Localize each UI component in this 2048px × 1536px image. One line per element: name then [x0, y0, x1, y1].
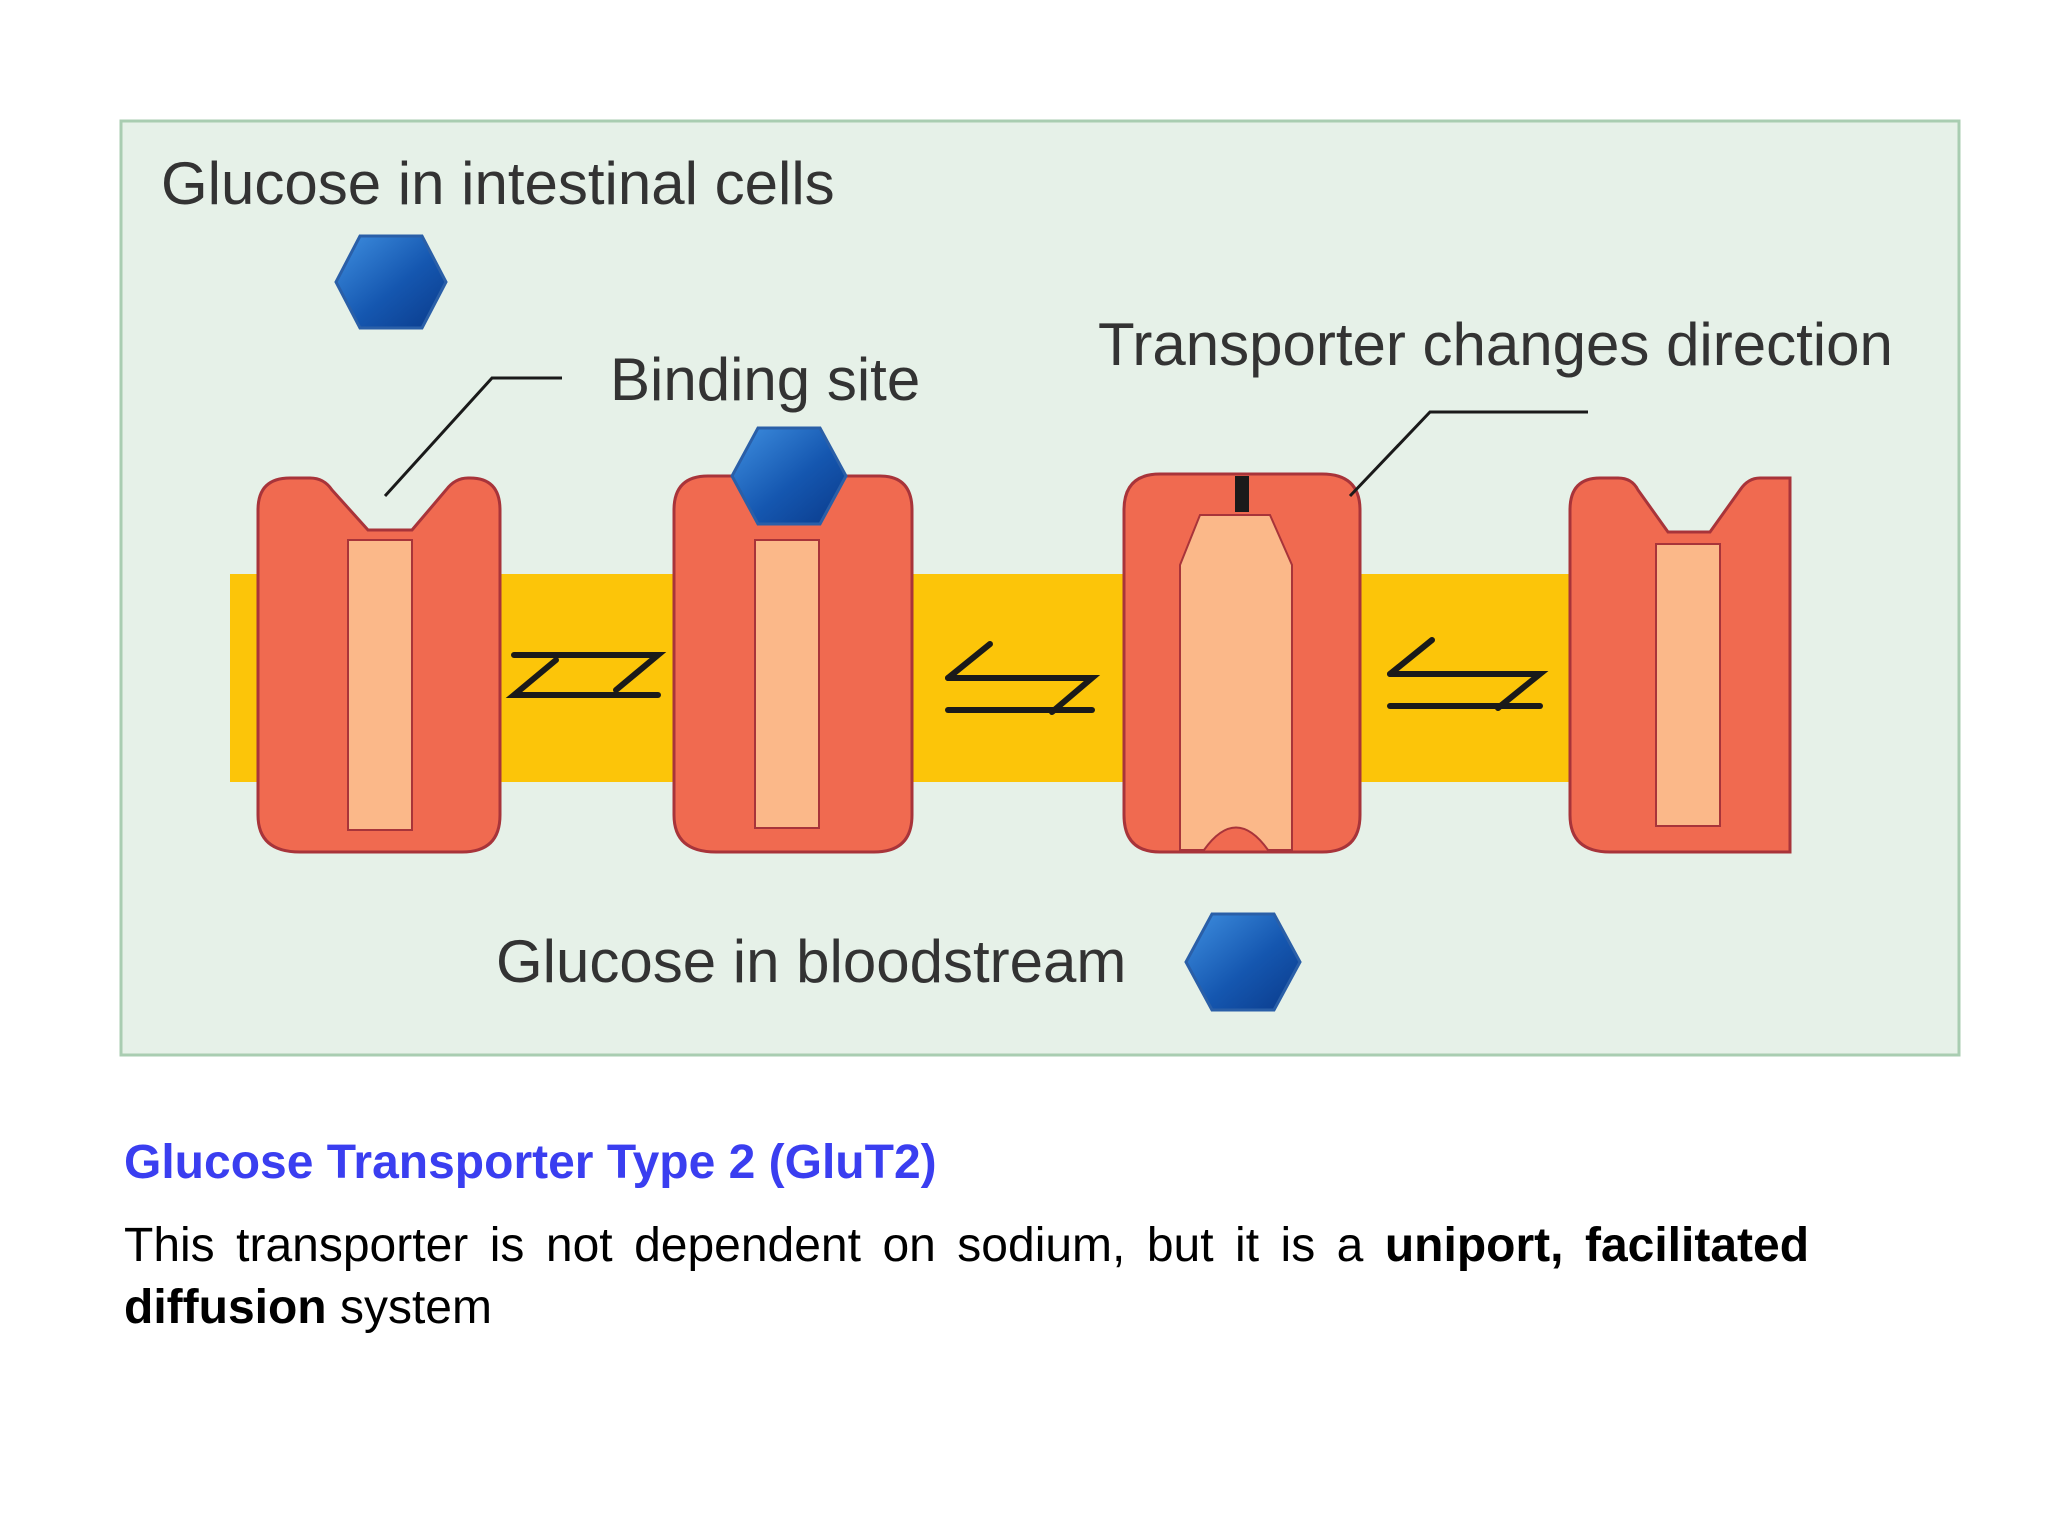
transporter-open-top-2	[1568, 476, 1792, 854]
transporter-changes-leader-line	[1348, 410, 1588, 498]
label-glucose-bloodstream: Glucose in bloodstream	[496, 928, 1126, 995]
transporter-bound	[672, 474, 914, 854]
caption-body: This transporter is not dependent on sod…	[124, 1215, 1809, 1339]
caption-body-bold-facilitated: facilitated diffusion	[124, 1219, 1810, 1334]
glucose-hexagon-icon	[334, 234, 448, 330]
glucose-hexagon-icon	[1184, 912, 1302, 1012]
caption-body-intro: This transporter is not dependent on sod…	[124, 1219, 1385, 1272]
caption-body-bold-uniport: uniport,	[1384, 1219, 1564, 1272]
label-transporter-changes-direction: Transporter changes direction	[1098, 311, 1893, 378]
label-glucose-intestinal: Glucose in intestinal cells	[161, 150, 835, 217]
caption-title: Glucose Transporter Type 2 (GluT2)	[124, 1136, 937, 1189]
equilibrium-arrows-icon	[945, 641, 1101, 715]
glucose-hexagon-icon	[730, 426, 848, 526]
transporter-open-top	[256, 476, 502, 854]
equilibrium-arrows-icon	[1387, 637, 1549, 711]
label-binding-site: Binding site	[610, 346, 920, 413]
caption-body-end: system	[326, 1281, 492, 1334]
binding-site-leader-line	[383, 376, 562, 498]
equilibrium-arrows-icon	[505, 652, 667, 698]
transporter-open-bottom	[1122, 472, 1362, 854]
